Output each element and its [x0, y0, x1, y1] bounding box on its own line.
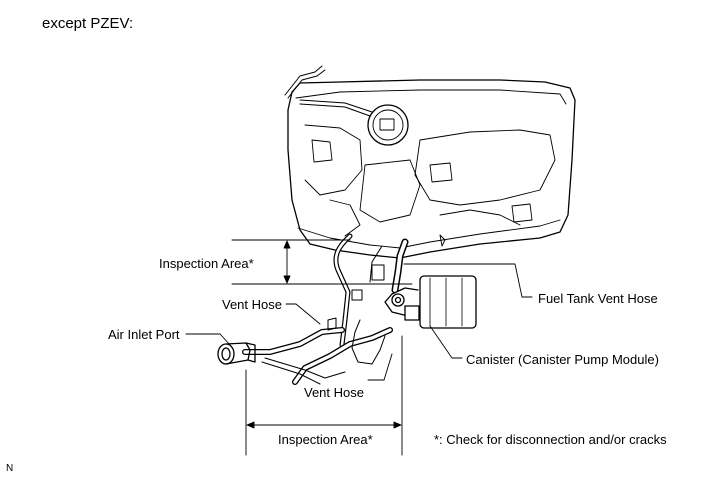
canister-label: Canister (Canister Pump Module) [466, 352, 659, 367]
inspection-area-lower-label: Inspection Area* [278, 432, 373, 447]
fuel-pump-flange [367, 104, 409, 146]
vent-hose-lower-label: Vent Hose [304, 385, 364, 400]
vent-hose-upper-label: Vent Hose [222, 297, 282, 312]
inspection-area-upper-label: Inspection Area* [159, 256, 254, 271]
figure-code: N [6, 463, 14, 474]
canister [419, 275, 477, 329]
fuel-tank-outline [287, 79, 576, 259]
fuel-tank-vent-hose-label: Fuel Tank Vent Hose [538, 291, 658, 306]
footnote: *: Check for disconnection and/or cracks [434, 432, 667, 447]
diagram-heading: except PZEV: [42, 15, 134, 32]
air-inlet-port-shape [217, 342, 256, 365]
air-inlet-port-label: Air Inlet Port [108, 327, 180, 342]
